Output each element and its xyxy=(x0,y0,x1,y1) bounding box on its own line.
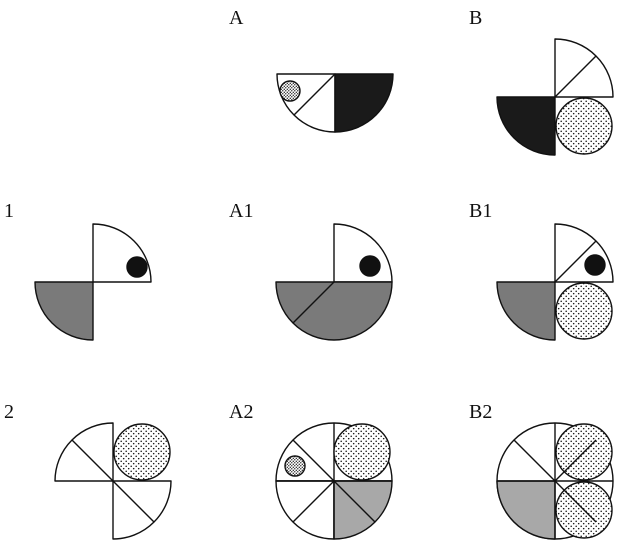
figure-2-dotted-circle xyxy=(113,423,171,481)
figure-a2-divider-2 xyxy=(292,480,335,523)
figure-a2-dotted-circle xyxy=(333,423,391,481)
figure-2 xyxy=(54,422,172,540)
figure-a-small-dotted-circle xyxy=(279,80,301,102)
figure-2-divider-bottom xyxy=(112,480,155,523)
figure-a2 xyxy=(275,422,393,540)
figure-a1 xyxy=(275,223,393,341)
figure-1-black-dot xyxy=(126,256,148,278)
figure-b-dotted-circle xyxy=(555,97,613,155)
figure-b2-gray-sector xyxy=(496,480,556,540)
figure-b xyxy=(496,38,614,156)
figure-a1-gray-half xyxy=(275,281,393,341)
figure-a1-divider xyxy=(292,281,335,324)
label-b: B xyxy=(469,7,483,29)
label-a: A xyxy=(229,7,244,29)
figure-1 xyxy=(34,223,152,341)
figure-b1-dotted-circle xyxy=(555,282,613,340)
figure-a2-small-dotted-circle xyxy=(284,455,306,477)
label-1: 1 xyxy=(4,200,14,222)
figure-a xyxy=(276,73,394,133)
figure-b1-divider xyxy=(554,240,597,283)
label-2: 2 xyxy=(4,401,14,423)
figure-a1-black-dot xyxy=(359,255,381,277)
figure-b1 xyxy=(496,223,614,341)
figure-b-black-sector xyxy=(496,96,556,156)
figure-b2 xyxy=(496,422,614,540)
figure-b1-gray-sector xyxy=(496,281,556,341)
figure-b1-black-dot xyxy=(584,254,606,276)
figure-b2-divider-diag-1 xyxy=(513,439,556,482)
label-a1: A1 xyxy=(229,200,254,222)
figure-1-gray-sector xyxy=(34,281,94,341)
label-b2: B2 xyxy=(469,401,493,423)
figure-a2-divider-3 xyxy=(333,480,376,523)
figure-a-divider xyxy=(293,73,336,116)
label-b1: B1 xyxy=(469,200,493,222)
figure-a-black-sector xyxy=(334,73,394,133)
figure-b-divider xyxy=(554,55,597,98)
figure-a2-divider-1 xyxy=(292,439,335,482)
figure-2-divider-top xyxy=(71,439,114,482)
figure-b2-divider-diag-3 xyxy=(554,480,597,523)
label-a2: A2 xyxy=(229,401,254,423)
figure-b2-divider-diag-2 xyxy=(554,439,597,482)
